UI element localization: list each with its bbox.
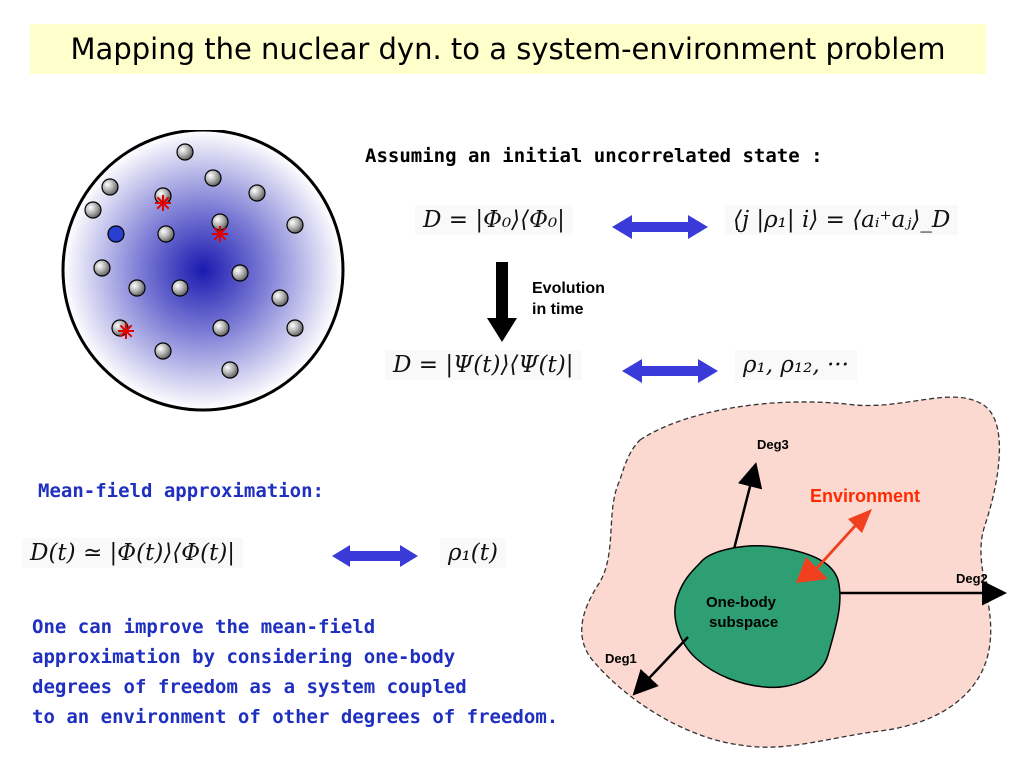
subspace-label-line2: subspace [709,614,778,631]
down-arrow-icon [487,262,517,342]
deg3-axis [731,462,763,554]
nucleon [176,143,194,161]
double-arrow-icon [332,545,418,567]
nucleon [204,169,222,187]
system-environment-diagram: Deg3 Deg2 Deg1 Environment One-body subs… [581,396,1007,748]
nucleon [128,279,146,297]
nucleon [171,279,189,297]
nucleon [231,264,249,282]
nucleons [84,143,304,379]
eq-initial-rho: ⟨j |ρ₁| i⟩ = ⟨aᵢ⁺aⱼ⟩_D [725,205,959,235]
assumption-heading: Assuming an initial uncorrelated state : [365,145,823,167]
eq-evolved-density: D = |Ψ(t)⟩⟨Ψ(t)| [385,350,582,380]
evolution-label: Evolution in time [532,278,605,320]
nucleon [93,259,111,277]
nucleus-illustration [61,130,345,412]
nucleon [221,361,239,379]
eq-evolved-rho: ρ₁, ρ₁₂, ··· [735,350,857,380]
excitation-stars [118,195,228,339]
nucleon [286,319,304,337]
nucleon [84,201,102,219]
coupling-arrow-icon [796,509,872,583]
environment-label: Environment [810,486,920,506]
nucleon [101,178,119,196]
double-arrow-icon [612,215,708,239]
nucleon [212,319,230,337]
improvement-paragraph: One can improve the mean-field approxima… [32,612,558,732]
deg1-label: Deg1 [605,651,637,666]
paragraph-line: degrees of freedom as a system coupled [32,676,467,698]
evolution-line2: in time [532,301,584,318]
nucleus-circle [61,130,345,412]
double-arrow-icon [622,359,718,383]
eq-meanfield-rho: ρ₁(t) [440,538,506,568]
red-star-icon [155,195,171,211]
nucleon [154,342,172,360]
eq-initial-density: D = |Φ₀⟩⟨Φ₀| [415,205,573,235]
subspace-label-line1: One-body [706,594,777,611]
red-star-icon [212,226,228,242]
paragraph-line: One can improve the mean-field [32,616,376,638]
paragraph-line: approximation by considering one-body [32,646,456,668]
nucleon [286,216,304,234]
blue-nucleon [107,225,125,243]
nucleon [157,225,175,243]
meanfield-heading: Mean-field approximation: [38,480,324,502]
slide-title: Mapping the nuclear dyn. to a system-env… [30,24,986,74]
nucleon [248,184,266,202]
slide-title-text: Mapping the nuclear dyn. to a system-env… [70,32,946,66]
red-star-icon [118,323,134,339]
nucleon [271,289,289,307]
paragraph-line: to an environment of other degrees of fr… [32,706,559,728]
evolution-line1: Evolution [532,280,605,297]
deg3-label: Deg3 [757,437,789,452]
deg1-axis [632,636,689,696]
deg2-label: Deg2 [956,571,988,586]
eq-meanfield-density: D(t) ≃ |Φ(t)⟩⟨Φ(t)| [22,538,244,568]
